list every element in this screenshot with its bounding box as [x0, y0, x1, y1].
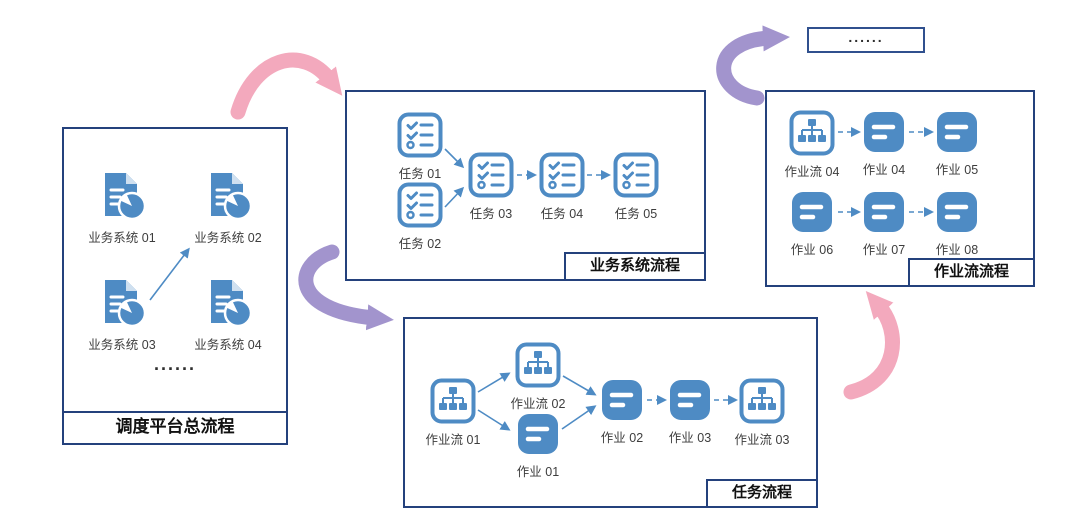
- node-label: 任务 05: [614, 207, 658, 221]
- checklist-icon: [539, 152, 585, 198]
- job-list-icon: [668, 378, 712, 422]
- node-label: 任务 02: [398, 237, 442, 251]
- node-system-03: 业务系统 03: [74, 277, 170, 353]
- org-chart-icon: [739, 378, 785, 424]
- node-workflow-02: 作业流 02: [493, 342, 583, 412]
- arrow-task-to-jobflow: [843, 290, 900, 400]
- platform-flow-title: 调度平台总流程: [62, 410, 288, 445]
- more-flows-label: ......: [848, 29, 884, 45]
- jobflow-flow-box: 作业流流程: [765, 90, 1035, 287]
- checklist-icon: [397, 112, 443, 158]
- node-label: 任务 04: [540, 207, 584, 221]
- node-label: 作业 03: [668, 431, 712, 445]
- node-label: 作业流 01: [425, 433, 481, 447]
- node-label: 任务 01: [398, 167, 442, 181]
- node-label: 作业流 04: [784, 165, 840, 179]
- business-system-flow-title: 业务系统流程: [563, 252, 706, 281]
- node-system-02: 业务系统 02: [180, 170, 276, 246]
- arrow-jobflow-to-more: [716, 25, 790, 106]
- node-job-08: 作业 08: [912, 190, 1002, 258]
- node-system-04: 业务系统 04: [180, 277, 276, 353]
- node-label: 作业 07: [862, 243, 906, 257]
- job-list-icon: [862, 110, 906, 154]
- checklist-icon: [397, 182, 443, 228]
- more-flows-box: ......: [807, 27, 925, 53]
- document-pie-chart-icon: [209, 171, 253, 221]
- job-list-icon: [935, 110, 979, 154]
- node-workflow-01: 作业流 01: [408, 378, 498, 448]
- node-label: 任务 03: [469, 207, 513, 221]
- node-task-02: 任务 02: [375, 182, 465, 252]
- checklist-icon: [468, 152, 514, 198]
- org-chart-icon: [515, 342, 561, 388]
- node-job-01: 作业 01: [493, 412, 583, 480]
- document-pie-chart-icon: [103, 171, 147, 221]
- node-label: 作业 06: [790, 243, 834, 257]
- node-workflow-04: 作业流 04: [767, 110, 857, 180]
- node-workflow-03: 作业流 03: [717, 378, 807, 448]
- job-list-icon: [862, 190, 906, 234]
- document-pie-chart-icon: [103, 278, 147, 328]
- org-chart-icon: [430, 378, 476, 424]
- platform-ellipsis: ......: [153, 354, 196, 374]
- node-label: 作业 02: [600, 431, 644, 445]
- node-label: 作业流 03: [734, 433, 790, 447]
- document-pie-chart-icon: [209, 278, 253, 328]
- node-task-05: 任务 05: [591, 152, 681, 222]
- job-list-icon: [600, 378, 644, 422]
- node-label: 作业 05: [935, 163, 979, 177]
- node-task-01: 任务 01: [375, 112, 465, 182]
- node-job-05: 作业 05: [912, 110, 1002, 178]
- node-label: 业务系统 03: [88, 338, 156, 352]
- platform-flow-box: 调度平台总流程: [62, 127, 288, 445]
- node-task-04: 任务 04: [517, 152, 607, 222]
- node-label: 作业流 02: [510, 397, 566, 411]
- node-label: 作业 01: [516, 465, 560, 479]
- node-job-07: 作业 07: [839, 190, 929, 258]
- job-list-icon: [516, 412, 560, 456]
- node-job-03: 作业 03: [645, 378, 735, 446]
- jobflow-flow-title: 作业流流程: [907, 258, 1035, 287]
- job-list-icon: [935, 190, 979, 234]
- org-chart-icon: [789, 110, 835, 156]
- task-flow-title: 任务流程: [705, 479, 818, 508]
- job-list-icon: [790, 190, 834, 234]
- arrow-platform-to-business: [230, 52, 343, 120]
- business-system-flow-box: 业务系统流程: [345, 90, 706, 281]
- checklist-icon: [613, 152, 659, 198]
- task-flow-box: 任务流程: [403, 317, 818, 508]
- node-job-02: 作业 02: [577, 378, 667, 446]
- node-label: 作业 08: [935, 243, 979, 257]
- node-system-01: 业务系统 01: [74, 170, 170, 246]
- node-label: 业务系统 04: [194, 338, 262, 352]
- node-label: 业务系统 02: [194, 231, 262, 245]
- node-job-06: 作业 06: [767, 190, 857, 258]
- node-task-03: 任务 03: [446, 152, 536, 222]
- node-label: 作业 04: [862, 163, 906, 177]
- node-label: 业务系统 01: [88, 231, 156, 245]
- node-job-04: 作业 04: [839, 110, 929, 178]
